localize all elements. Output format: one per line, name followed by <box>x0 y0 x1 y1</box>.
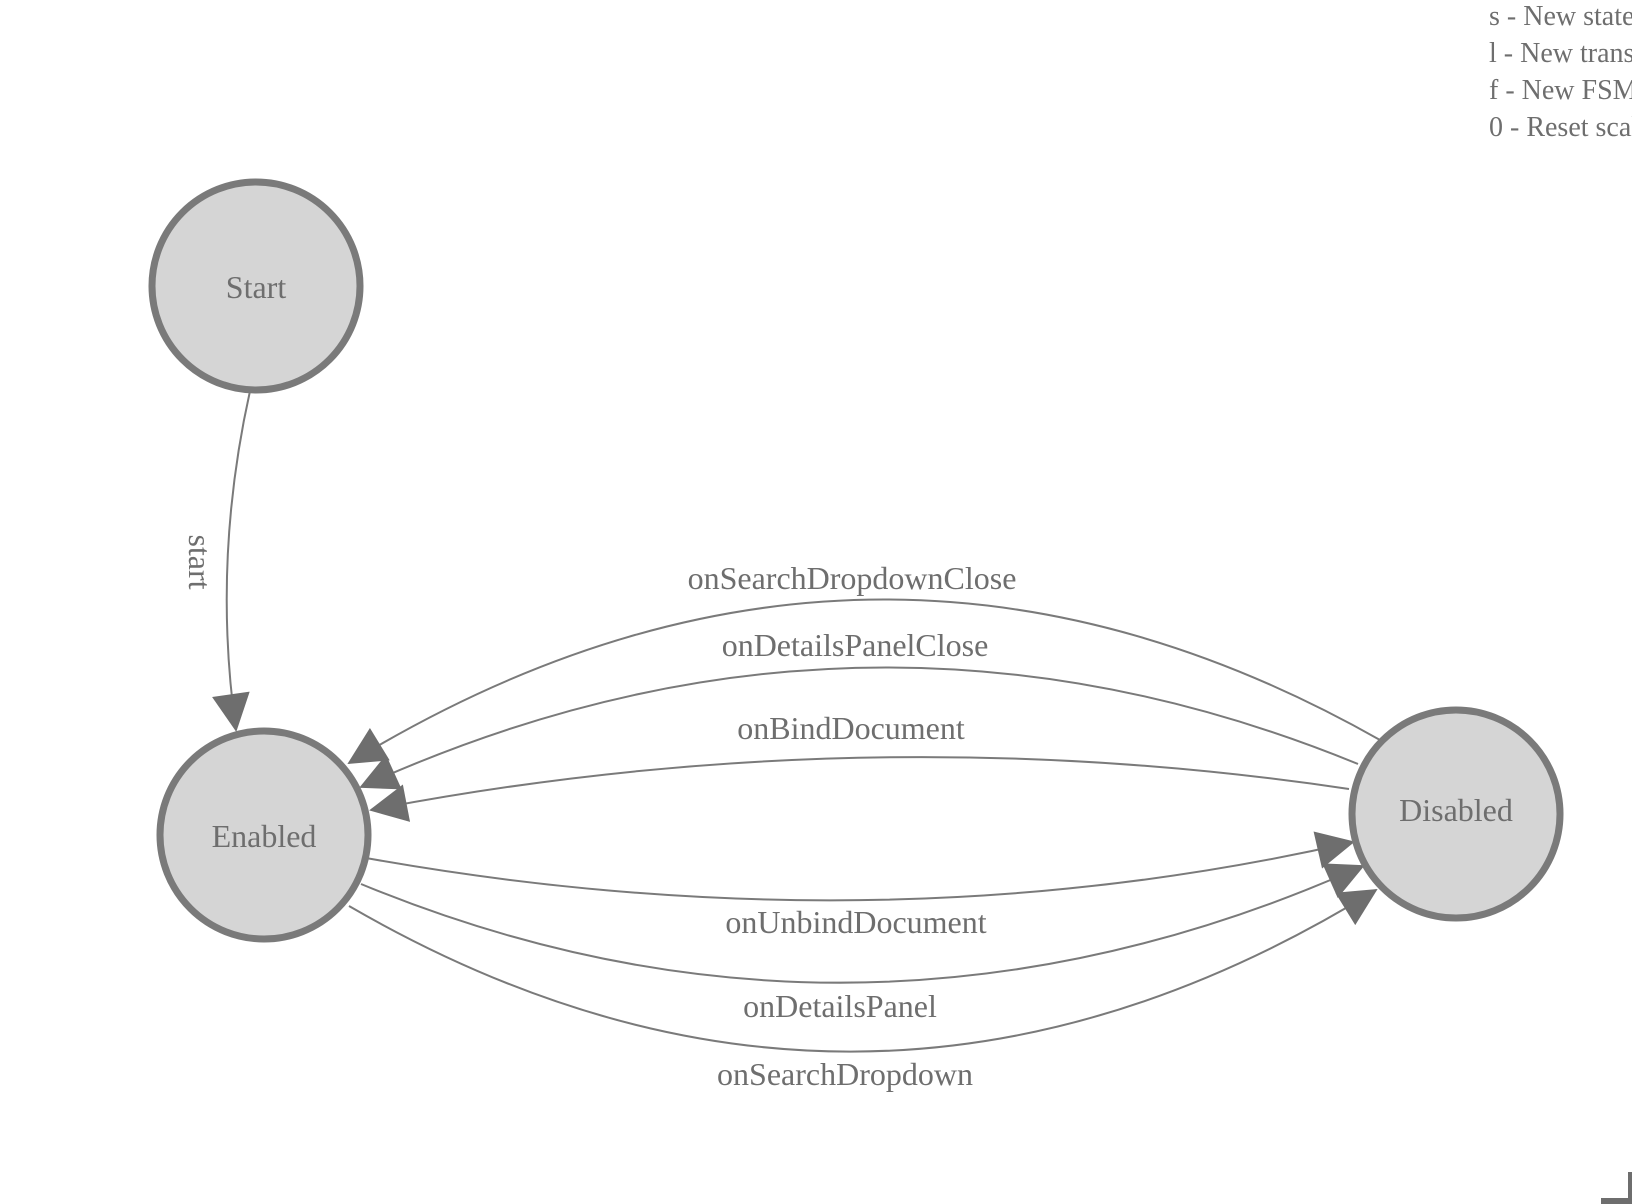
edge-label-start: start <box>182 534 218 589</box>
edge-label-onBindDocument: onBindDocument <box>737 710 965 746</box>
legend-line-new-transition: l - New transition <box>1489 38 1632 69</box>
edge-label-onSearchDropdownClose: onSearchDropdownClose <box>688 560 1017 596</box>
edge-onUnbindDocument[interactable]: onUnbindDocument <box>365 831 1355 940</box>
state-node-start[interactable]: Start <box>148 178 364 394</box>
corner-bracket <box>1601 1172 1632 1204</box>
edge-onSearchDropdownClose[interactable]: onSearchDropdownClose <box>347 560 1381 764</box>
edge-label-onSearchDropdown: onSearchDropdown <box>717 1056 973 1092</box>
edge-label-onDetailsPanel: onDetailsPanel <box>743 988 937 1024</box>
state-circle[interactable] <box>148 178 364 394</box>
state-label: Start <box>226 269 287 305</box>
transition-curve[interactable] <box>212 390 251 732</box>
transition-curve[interactable] <box>365 831 1355 902</box>
legend-line-reset-scale: 0 - Reset scale <box>1489 112 1632 143</box>
transition-curve[interactable] <box>369 756 1350 822</box>
state-label: Enabled <box>212 818 317 854</box>
edge-label-onUnbindDocument: onUnbindDocument <box>725 904 986 940</box>
transition-curve[interactable] <box>360 863 1365 984</box>
state-circle[interactable] <box>156 727 372 943</box>
transition-curve[interactable] <box>348 889 1378 1053</box>
transition-curve[interactable] <box>359 666 1359 790</box>
state-label: Disabled <box>1399 792 1513 828</box>
edge-onBindDocument[interactable]: onBindDocument <box>369 710 1350 822</box>
state-node-enabled[interactable]: Enabled <box>156 727 372 943</box>
edge-onDetailsPanelClose[interactable]: onDetailsPanelClose <box>359 627 1359 790</box>
edge-label-onDetailsPanelClose: onDetailsPanelClose <box>722 627 989 663</box>
edge-start-to-enabled[interactable]: start <box>182 390 251 732</box>
legend-line-new-state: s - New state <box>1489 1 1632 32</box>
edge-onDetailsPanel[interactable]: onDetailsPanel <box>360 863 1365 1024</box>
state-node-disabled[interactable]: Disabled <box>1348 706 1564 922</box>
legend-line-new-fsm: f - New FSM <box>1489 75 1632 106</box>
edge-onSearchDropdown[interactable]: onSearchDropdown <box>348 889 1378 1092</box>
shortcuts-legend: s - New state l - New transition f - New… <box>1489 0 1632 146</box>
transition-curve[interactable] <box>347 598 1381 764</box>
state-circle[interactable] <box>1348 706 1564 922</box>
